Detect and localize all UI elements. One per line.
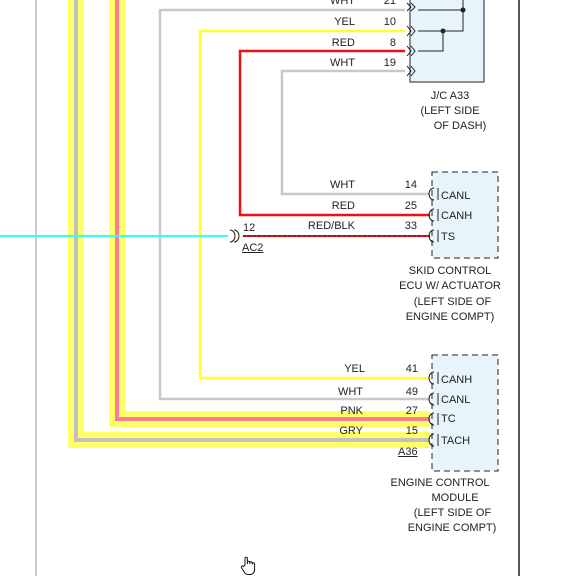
pin-number-label: 25 [404,200,417,212]
wire-color-label: WHT [329,179,355,191]
pin-number-label: 49 [405,386,418,398]
jc-terminal-mark [406,25,416,37]
wire-color-label: WHT [329,0,355,7]
wire-color-label: YEL [344,363,365,375]
signal-label: CANH [441,374,473,386]
signal-label: CANH [441,210,473,222]
jc-terminal-mark [406,2,416,12]
wire-yel-ecm-canh [198,29,430,380]
pin-number-label: 21 [383,0,396,7]
jc-a33-box [409,0,485,83]
ecm-name-line: ENGINE COMPT) [407,522,497,534]
hand-cursor-icon [240,556,256,575]
wire-wht-ecm-canl [158,8,430,401]
ac2-terminal-mark [229,229,240,243]
wire-color-label: WHT [337,386,363,398]
ecm-name-line: MODULE [431,492,479,504]
signal-label: CANL [441,394,471,406]
wire-color-label: YEL [334,16,355,28]
jc-terminal-mark [406,65,416,77]
pin-number-label: 8 [389,37,396,49]
signal-label: TS [441,231,456,243]
wire-gry-tach [74,0,430,442]
wire-red-skid-canh [238,49,430,217]
wire-color-label: RED [331,37,355,49]
wire-color-label: WHT [329,57,355,69]
ecm-name-line: ENGINE CONTROL [390,477,490,489]
skid-ecu-box [431,171,499,259]
wire-color-label: PNK [340,405,363,417]
skid-terminal-mark [428,187,439,201]
ecm-terminal-mark [428,371,439,385]
skid-terminal-mark [428,208,439,222]
jc-junction-dot [440,28,446,34]
pin-number-label: 15 [405,425,418,437]
signal-label: TACH [441,435,471,447]
skid-ecu-name-line: SKID CONTROL [408,265,492,277]
jc-location-line: OF DASH) [433,120,487,132]
wire-color-label: GRY [339,425,363,437]
terminal-marks [229,2,439,447]
signal-label: TC [441,413,456,425]
jc-location-line: (LEFT SIDE [420,105,480,117]
pin-number-label: 27 [405,405,418,417]
pin-number-label: 14 [404,179,417,191]
skid-terminal-mark [428,229,439,243]
jc-connector-name: J/C A33 [430,90,470,102]
ecm-terminal-mark [428,433,439,447]
skid-ecu-name-line: ECU W/ ACTUATOR [399,280,501,292]
ecm-connector-name: A36 [398,446,418,458]
skid-ecu-name-line: (LEFT SIDE OF [413,296,492,308]
pin-number-label: 33 [404,220,417,232]
ecm-terminal-mark [428,412,439,426]
pin-number-label: 41 [405,363,418,375]
skid-ecu-name-line: ENGINE COMPT) [405,311,495,323]
pin-number-label: 10 [383,16,396,28]
pin-number-label: 19 [383,57,396,69]
jc-terminal-mark [406,45,416,57]
wire-color-label: RED [331,200,355,212]
wire-color-label: RED/BLK [307,220,355,232]
jc-bus-lower [418,30,444,52]
signal-label: CANL [441,190,471,202]
wire-wht-skid-canl [280,69,430,196]
ecm-name-line: (LEFT SIDE OF [413,507,492,519]
ac2-connector-name: AC2 [242,242,264,254]
wire-pnk-tc [115,0,430,421]
jc-junction-dot [460,7,466,13]
ac2-pin-number: 12 [243,222,256,234]
ecm-box [431,354,499,472]
ecm-terminal-mark [428,392,439,406]
